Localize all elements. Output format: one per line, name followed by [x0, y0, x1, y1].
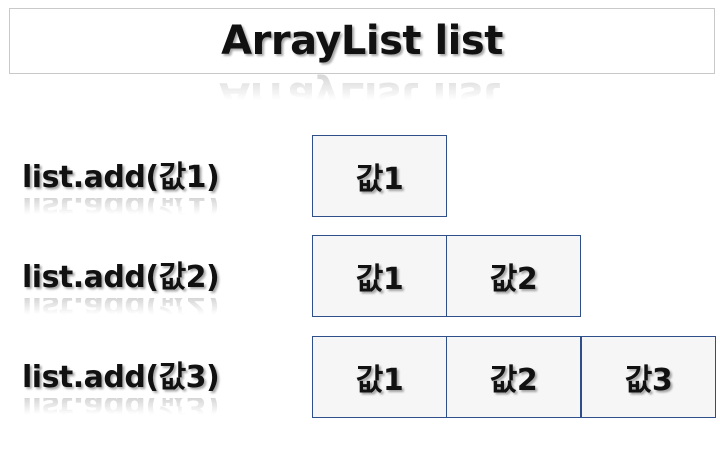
row-3-label-reflection: list.add(값3) [22, 398, 220, 424]
diagram-title: ArrayList list [221, 18, 503, 64]
row-1-label: list.add(값1) [22, 160, 220, 195]
row-1-label-reflection: list.add(값1) [22, 198, 220, 224]
row-2-cell-1: 값1 [312, 235, 447, 317]
title-reflection: ArrayList list [219, 73, 501, 119]
row-3-label: list.add(값3) [22, 360, 220, 395]
row-3-cell-2: 값2 [446, 336, 581, 418]
row-2-label-reflection: list.add(값2) [22, 298, 220, 324]
row-2-label: list.add(값2) [22, 260, 220, 295]
title-box: ArrayList list [9, 8, 715, 74]
row-1-cell-1: 값1 [312, 135, 447, 217]
row-3-cell-1: 값1 [312, 336, 447, 418]
row-3-cell-3: 값3 [581, 336, 716, 418]
row-2-cell-2: 값2 [446, 235, 581, 317]
